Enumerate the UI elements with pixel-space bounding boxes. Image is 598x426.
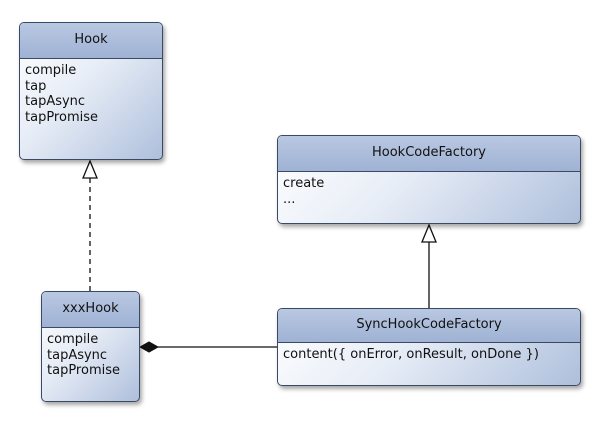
class-members: content({ onError, onResult, onDone }) xyxy=(278,343,580,363)
member-tapasync: tapAsync xyxy=(47,347,108,363)
class-members: create ... xyxy=(278,172,580,207)
class-name: xxxHook xyxy=(42,292,139,328)
member-tappromise: tapPromise xyxy=(47,363,120,378)
class-name: SyncHookCodeFactory xyxy=(278,309,580,343)
member-compile: compile xyxy=(47,332,99,347)
class-name: Hook xyxy=(20,23,162,59)
member-tapasync: tapAsync xyxy=(25,94,86,109)
member-create: create xyxy=(283,176,325,191)
member-content: content({ onError, onResult, onDone }) xyxy=(283,347,539,362)
class-name: HookCodeFactory xyxy=(278,136,580,172)
member-compile: compile xyxy=(25,63,77,78)
member-tap: tap xyxy=(25,78,47,94)
class-hook[interactable]: Hook compile tap tapAsync tapPromise xyxy=(19,22,163,160)
class-members: compile tap tapAsync tapPromise xyxy=(20,59,162,125)
realization-arrowhead-icon xyxy=(82,159,98,179)
member-tappromise: tapPromise xyxy=(25,109,98,125)
class-xxxhook[interactable]: xxxHook compile tapAsync tapPromise xyxy=(41,291,140,402)
class-members: compile tapAsync tapPromise xyxy=(42,328,139,379)
composition-diamond-icon xyxy=(138,341,160,353)
class-synchookcodefactory[interactable]: SyncHookCodeFactory content({ onError, o… xyxy=(277,308,581,386)
member-ellipsis: ... xyxy=(283,191,296,207)
class-hookcodefactory[interactable]: HookCodeFactory create ... xyxy=(277,135,581,224)
generalization-arrowhead-icon xyxy=(421,223,437,243)
